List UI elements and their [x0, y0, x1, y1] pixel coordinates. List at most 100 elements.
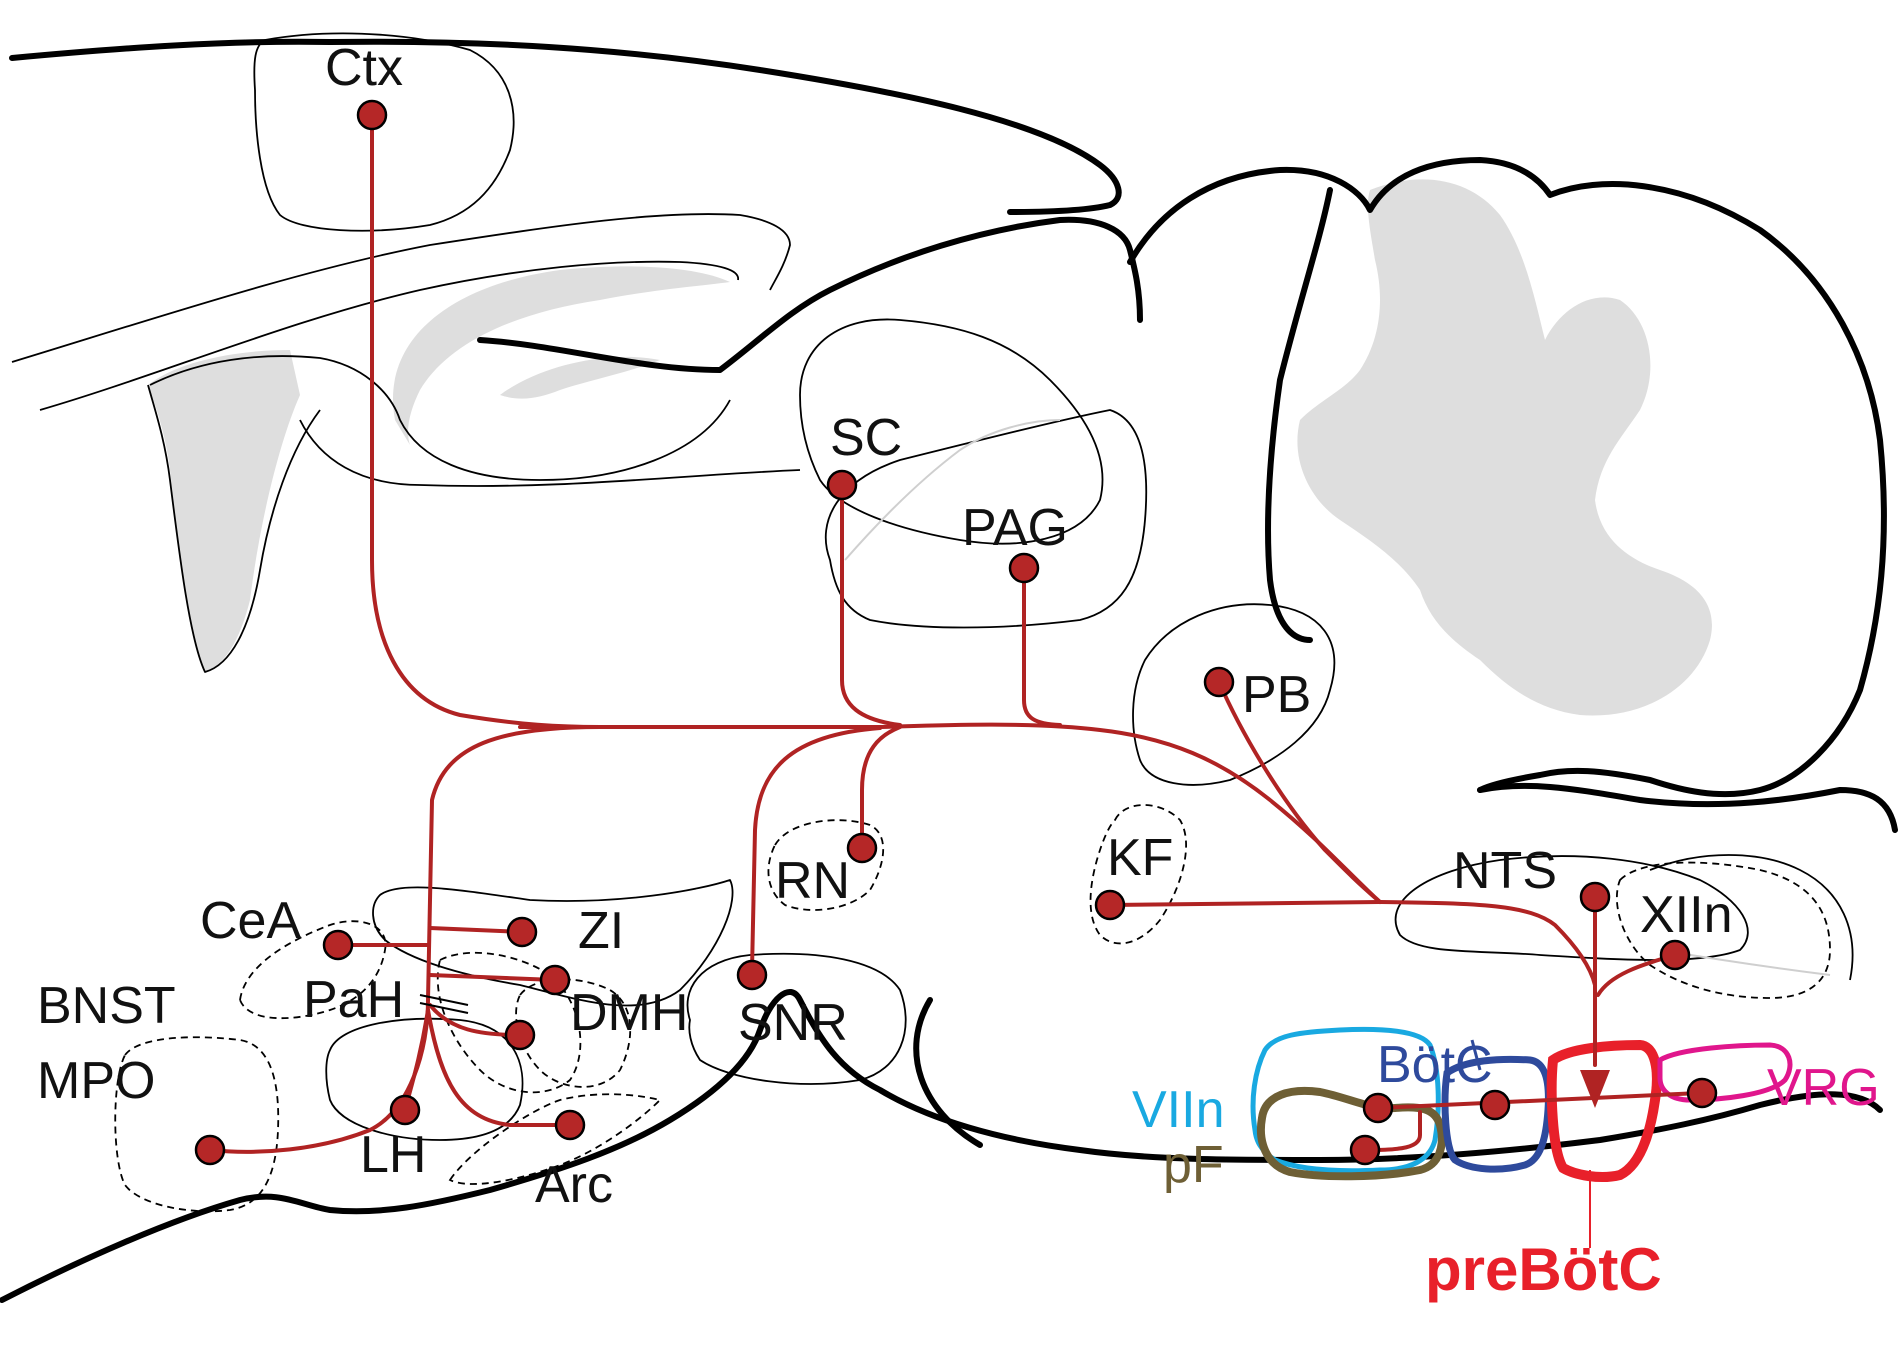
arc-branch — [426, 1008, 567, 1127]
corpus-callosum-lines — [11, 213, 791, 363]
mpo-label: MPO — [37, 1052, 155, 1110]
midbrain-outline — [477, 216, 1143, 373]
rn-label: RN — [775, 852, 850, 910]
vrg-nucleus — [1657, 1042, 1793, 1103]
pah-tick-1 — [419, 994, 469, 1006]
prebotc-label: preBötC — [1425, 1236, 1662, 1303]
zi-node — [506, 916, 538, 948]
cortex-top-outline — [9, 38, 1122, 215]
viin-nucleus — [1250, 1026, 1441, 1174]
ventral-outline — [0, 989, 1883, 1303]
zi-region — [372, 879, 734, 1007]
brainstem-top-outline — [1477, 782, 1898, 833]
cea-region — [239, 920, 387, 1020]
sc-pag-grey-line — [844, 419, 1061, 561]
pah-region — [436, 951, 582, 1094]
xiin-node — [1659, 939, 1691, 971]
viin-label: VIIn — [1132, 1081, 1225, 1139]
corpus-callosum-lower — [39, 260, 739, 411]
lh-label: LH — [360, 1126, 426, 1184]
bnst-label: BNST — [37, 977, 176, 1035]
brain-outline — [0, 38, 1898, 1303]
hippocampus-grey — [392, 266, 730, 445]
septum-grey — [148, 350, 300, 672]
nts-region — [1394, 855, 1749, 961]
snr-label: SNR — [738, 994, 848, 1052]
cerebellum-folia-grey — [1297, 179, 1712, 716]
rn-axon — [860, 725, 902, 845]
arc-label: Arc — [535, 1156, 613, 1214]
sc-axon — [840, 483, 902, 727]
pf-node — [1349, 1134, 1381, 1166]
botc-node — [1479, 1089, 1511, 1121]
viin-node — [1362, 1092, 1394, 1124]
rn-node — [846, 832, 878, 864]
vrg-label: VRG — [1767, 1059, 1880, 1117]
sc-node — [826, 469, 858, 501]
nts-node — [1579, 881, 1611, 913]
cerebellum-outline — [1127, 157, 1887, 798]
bnst-mpo-region — [114, 1036, 280, 1213]
pah-node — [504, 1019, 536, 1051]
xiin-label: XIIn — [1640, 886, 1733, 944]
arc-node — [554, 1109, 586, 1141]
pag-axon — [1022, 566, 1062, 727]
cerebellum-inner-outline — [1265, 187, 1333, 643]
striatum-line — [149, 355, 731, 481]
respiratory-axon — [1376, 1091, 1702, 1110]
dmh-node — [539, 964, 571, 996]
dmh-branch — [428, 973, 557, 982]
pb-node — [1203, 666, 1235, 698]
pag-node — [1008, 552, 1040, 584]
septal-outline — [147, 384, 321, 673]
pb-axon — [1217, 680, 1382, 904]
zi-branch — [428, 926, 524, 934]
nts-label: NTS — [1453, 842, 1557, 900]
ctx-node — [356, 99, 388, 131]
pb-label: PB — [1242, 666, 1311, 724]
region-outlines — [11, 32, 1854, 1213]
lh-node — [389, 1094, 421, 1126]
prebotc-nucleus — [1546, 1039, 1662, 1182]
snr-node — [736, 959, 768, 991]
pah-tick-2 — [419, 1002, 469, 1014]
cea-node — [322, 929, 354, 961]
pf-nucleus — [1257, 1087, 1446, 1181]
prebotc-arrowhead — [1580, 1070, 1610, 1108]
ctx-label: Ctx — [325, 39, 403, 97]
axon-projections — [208, 113, 1702, 1154]
thalamus-region — [299, 419, 801, 487]
botc-nucleus — [1441, 1055, 1552, 1173]
vrg-node — [1686, 1077, 1718, 1109]
pag-region — [824, 409, 1148, 629]
dmh-region — [515, 978, 632, 1088]
pons-outline — [913, 997, 983, 1148]
bnst-mpo-node — [194, 1134, 226, 1166]
pb-region — [1132, 603, 1336, 786]
brainstem-inner-line — [1649, 854, 1854, 981]
kf-region — [1089, 804, 1187, 945]
snr-axon — [750, 726, 882, 972]
rn-region — [767, 819, 885, 911]
cea-label: CeA — [200, 892, 301, 950]
hippocampus-inner-grey — [500, 356, 660, 399]
botc-label: BötC — [1377, 1036, 1493, 1094]
lh-branch — [403, 1008, 430, 1112]
sc-label: SC — [830, 409, 902, 467]
respiratory-column — [1250, 1026, 1793, 1248]
pag-label: PAG — [962, 499, 1068, 557]
zi-label: ZI — [578, 902, 624, 960]
dmh-label: DMH — [570, 984, 688, 1042]
xiin-region — [1616, 861, 1831, 999]
kf-label: KF — [1107, 829, 1173, 887]
kf-node — [1094, 889, 1126, 921]
labels: Ctx SC PAG PB KF NTS XIIn RN SNR ZI CeA … — [37, 39, 1880, 1303]
kf-nts-axon — [1108, 900, 1597, 987]
lh-region — [325, 1017, 524, 1141]
botc-leader-line — [1470, 1039, 1482, 1071]
pah-label: PaH — [303, 971, 404, 1029]
snr-region — [686, 952, 907, 1085]
nodes — [194, 99, 1718, 1166]
